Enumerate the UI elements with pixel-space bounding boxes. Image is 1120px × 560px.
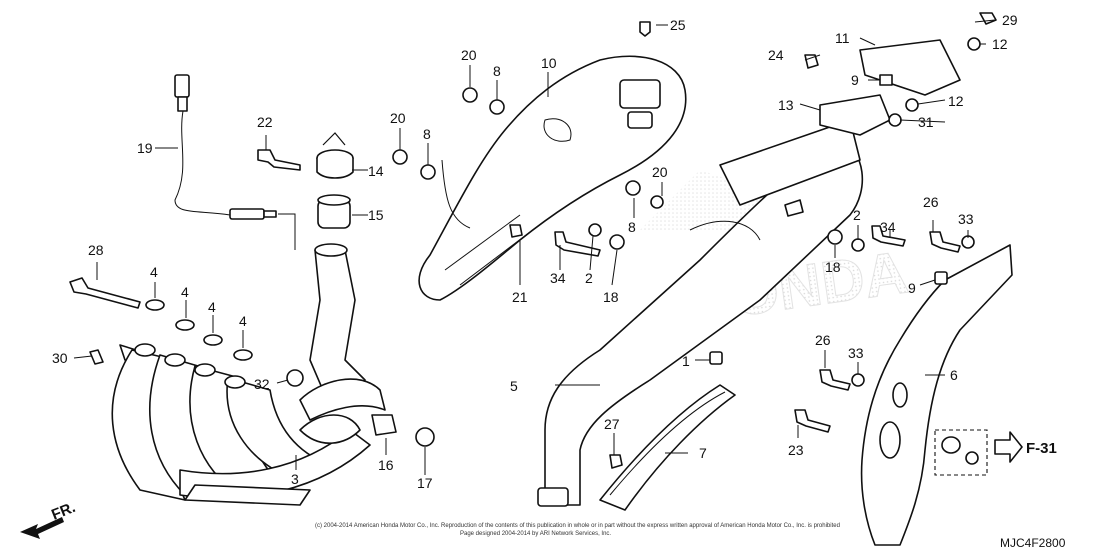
callout-8b: 8 <box>423 126 431 142</box>
callout-18b: 18 <box>825 259 841 275</box>
callout-20c: 20 <box>652 164 668 180</box>
callout-17: 17 <box>417 475 433 491</box>
callout-6: 6 <box>950 367 958 383</box>
callout-33a: 33 <box>958 211 974 227</box>
callout-20b: 20 <box>390 110 406 126</box>
callout-18a: 18 <box>603 289 619 305</box>
callout-22: 22 <box>257 114 273 130</box>
copyright-notice-2: Page designed 2004-2014 by ARI Network S… <box>460 531 611 537</box>
callout-34a: 34 <box>550 270 566 286</box>
callout-32: 32 <box>254 376 270 392</box>
callout-26b: 26 <box>815 332 831 348</box>
bolt-28 <box>69 277 141 309</box>
mid-pipe <box>299 243 386 444</box>
callout-4a: 4 <box>150 264 158 280</box>
callout-4d: 4 <box>239 313 247 329</box>
callout-3: 3 <box>291 471 299 487</box>
callout-11: 11 <box>835 30 850 46</box>
callout-13: 13 <box>778 97 794 113</box>
callout-27: 27 <box>604 416 620 432</box>
gaskets-4 <box>145 299 253 361</box>
front-direction-label: FR. <box>49 499 78 524</box>
callout-19: 19 <box>137 140 153 156</box>
callout-15: 15 <box>368 207 384 223</box>
callout-8a: 8 <box>493 63 501 79</box>
callout-33b: 33 <box>848 345 864 361</box>
callout-2b: 2 <box>853 207 861 223</box>
muffler <box>537 119 864 507</box>
f31-reference <box>934 429 1023 476</box>
callout-9a: 9 <box>851 72 859 88</box>
callout-10: 10 <box>541 55 557 71</box>
callout-20a: 20 <box>461 47 477 63</box>
callout-12b: 12 <box>948 93 964 109</box>
callout-23: 23 <box>788 442 804 458</box>
diagram-code: MJC4F2800 <box>1000 536 1066 550</box>
callout-8c: 8 <box>628 219 636 235</box>
callout-4c: 4 <box>208 299 216 315</box>
callout-1: 1 <box>682 353 690 369</box>
copyright-notice: (c) 2004-2014 American Honda Motor Co., … <box>315 523 840 529</box>
callout-7: 7 <box>699 445 707 461</box>
ref-figure-label: F-31 <box>1026 440 1057 457</box>
callout-26a: 26 <box>923 194 939 210</box>
callout-24: 24 <box>768 47 784 63</box>
callout-2a: 2 <box>585 270 593 286</box>
callout-28: 28 <box>88 242 104 258</box>
front-arrow-icon <box>20 517 64 539</box>
exhaust-manifold <box>111 343 371 506</box>
bolt-22 <box>257 149 301 171</box>
callout-12a: 12 <box>992 36 1008 52</box>
leader-lines <box>73 19 996 475</box>
callout-21: 21 <box>512 289 528 305</box>
lower-bracket <box>599 384 736 511</box>
callout-4b: 4 <box>181 284 189 300</box>
callout-31: 31 <box>918 114 934 130</box>
lower-heat-shield <box>860 244 1013 546</box>
callout-5: 5 <box>510 378 518 394</box>
callout-29: 29 <box>1002 12 1018 28</box>
callout-25: 25 <box>670 17 686 33</box>
o2-sensor <box>174 74 296 250</box>
callout-30: 30 <box>52 350 68 366</box>
callout-14: 14 <box>368 163 384 179</box>
callout-9b: 9 <box>908 280 916 296</box>
callout-labels: 19 22 14 15 28 4 4 4 4 30 32 3 16 17 20 … <box>52 12 1018 491</box>
upper-heat-shield <box>418 55 687 301</box>
small-fasteners-left <box>89 349 435 447</box>
callout-16: 16 <box>378 457 394 473</box>
callout-34b: 34 <box>880 219 896 235</box>
clamp-and-collar <box>316 132 354 229</box>
muffler-bracket <box>639 12 997 136</box>
muffler-fasteners <box>509 223 975 469</box>
